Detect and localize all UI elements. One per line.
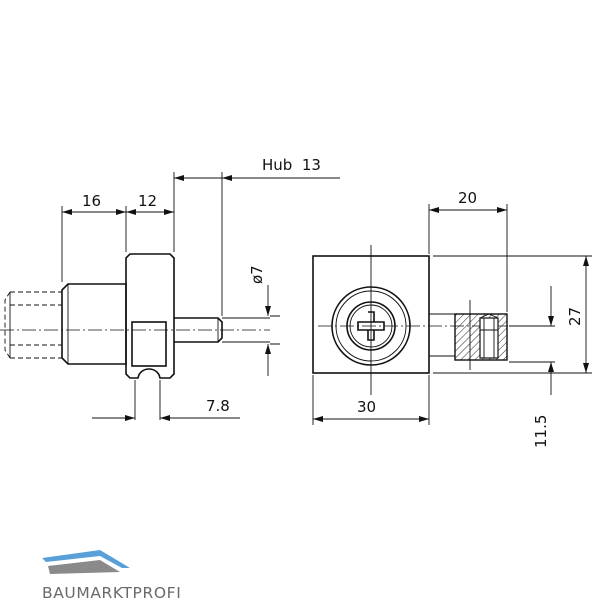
dim-20-label: 20 xyxy=(458,189,477,207)
dim-115-label: 11.5 xyxy=(532,415,550,448)
brand-name: BAUMARKTPROFI xyxy=(42,584,181,600)
bolt-stub xyxy=(429,313,455,357)
dim-12-label: 12 xyxy=(138,192,157,210)
dim-30-label: 30 xyxy=(357,398,376,416)
slot xyxy=(131,321,167,367)
cylinder-plug xyxy=(4,291,62,359)
dim-27-label: 27 xyxy=(566,307,584,326)
side-view: 16 12 Hub 13 ø7 7.8 xyxy=(0,156,340,421)
logo-roof-icon xyxy=(42,550,130,568)
dim-16-label: 16 xyxy=(82,192,101,210)
brand-logo: BAUMARKTPROFI xyxy=(42,550,181,600)
front-view: 20 27 30 11.5 xyxy=(312,189,592,448)
housing-body xyxy=(125,253,175,379)
dim-78-label: 7.8 xyxy=(206,397,230,415)
dia7-label: ø7 xyxy=(248,265,266,284)
hub-label: Hub 13 xyxy=(262,156,321,174)
collar xyxy=(61,283,127,365)
